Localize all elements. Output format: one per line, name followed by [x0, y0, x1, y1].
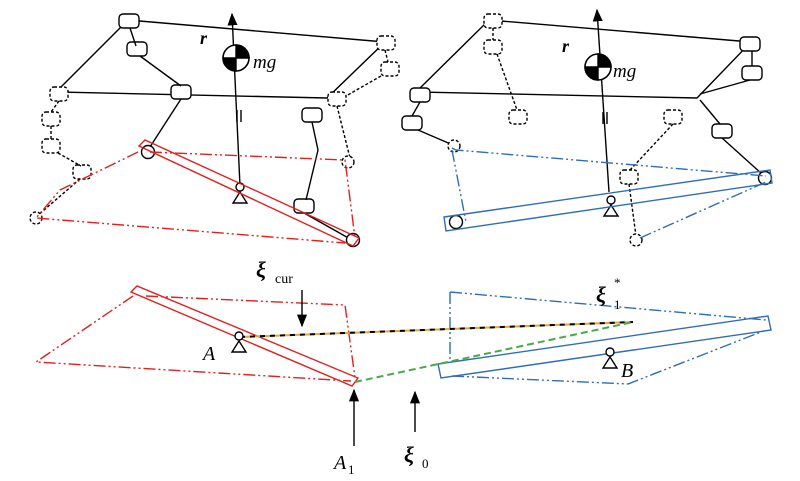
right-robot: [401, 8, 773, 247]
mg-label-left: mg: [253, 52, 276, 73]
right-blue-support: [443, 147, 773, 239]
bottom-red-support: [33, 285, 360, 387]
point-b-marker: [601, 347, 619, 369]
bottom-blue-bar: [437, 315, 772, 379]
xi-zero-label: ξ: [404, 442, 414, 467]
xi-zero-subscript: 0: [422, 456, 429, 471]
left-robot: [29, 12, 400, 248]
trajectory: [239, 321, 634, 383]
xi-cur-subscript: cur: [275, 272, 293, 287]
point-a-marker: [230, 331, 248, 353]
mg-label-right: mg: [613, 61, 636, 82]
xi-star-label: ξ: [596, 282, 606, 307]
bottom-red-bar: [129, 285, 360, 387]
right-blue-bar: [443, 169, 773, 232]
left-red-bar: [137, 139, 361, 247]
xi-star-superscript: *: [614, 275, 621, 290]
r-label-left: r: [200, 28, 208, 48]
right-body-frame: [414, 19, 753, 99]
xi-star-subscript: 1: [614, 297, 621, 312]
xi-cur-label: ξ: [256, 257, 266, 282]
r-label-right: r: [562, 36, 570, 56]
a1-label: A: [332, 452, 347, 474]
a1-subscript: 1: [348, 462, 355, 477]
arrows: [296, 290, 421, 446]
bottom-blue-support: [437, 291, 772, 385]
point-b-label: B: [621, 360, 633, 382]
left-body-frame: [54, 19, 387, 99]
point-a-label: A: [201, 343, 216, 365]
left-red-support: [34, 139, 361, 247]
